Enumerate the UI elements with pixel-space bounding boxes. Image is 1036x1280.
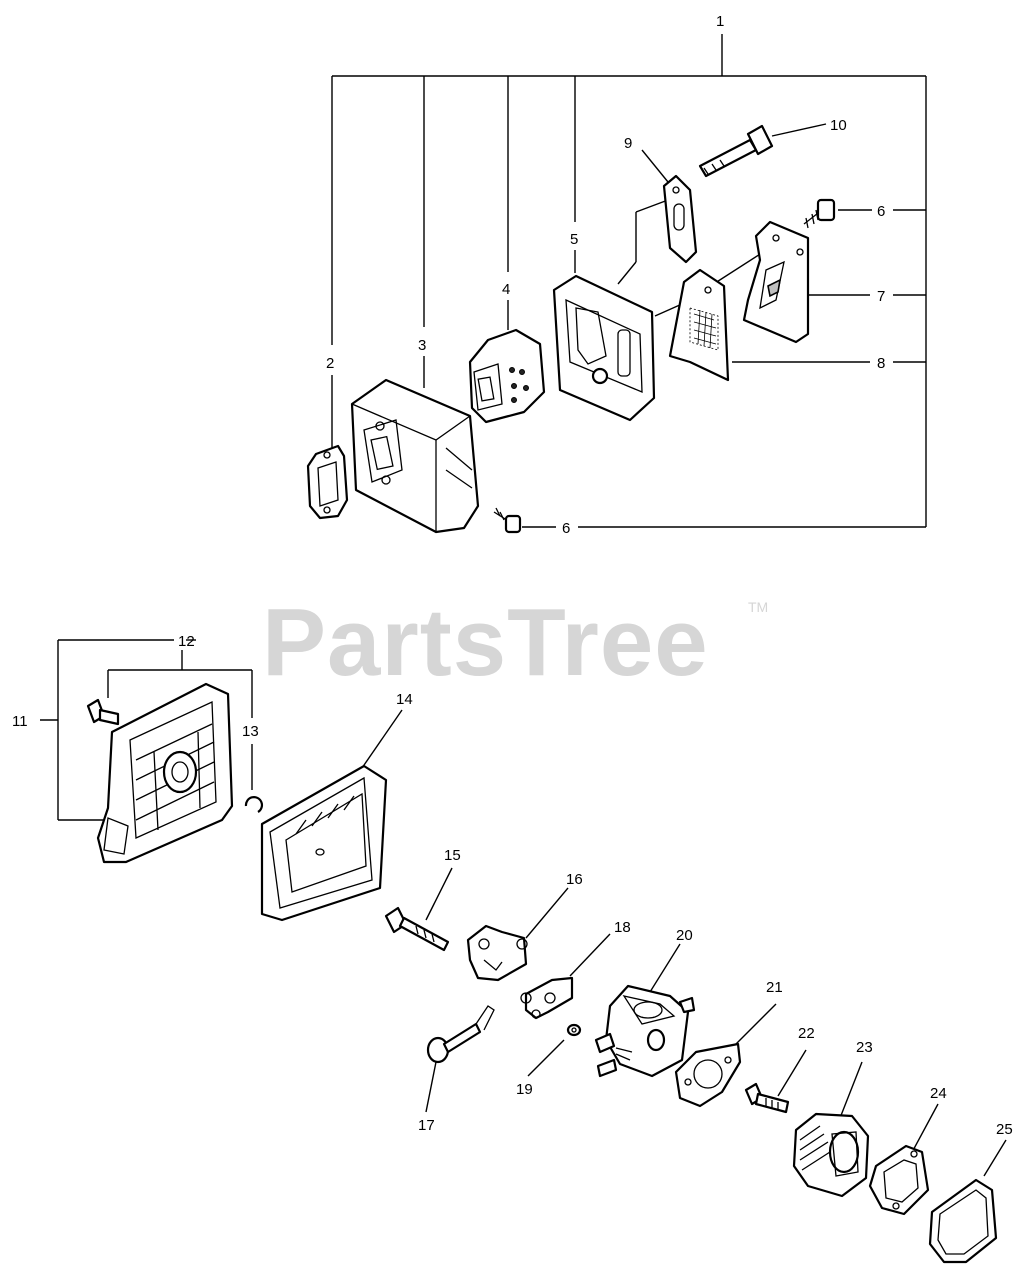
part-17-choke: [425, 1005, 495, 1113]
callout-22: 22: [798, 1025, 815, 1042]
watermark-trademark: TM: [748, 599, 768, 615]
part-9-plate: [662, 174, 698, 264]
part-5-cover: [552, 274, 656, 422]
callout-13: 13: [242, 723, 259, 740]
bracket-assembly-1: [331, 34, 927, 528]
callout-6-bottom: 6: [562, 520, 570, 537]
callout-11: 11: [12, 713, 28, 730]
part-25-gasket: [928, 1139, 1007, 1264]
part-16-bracket: [466, 887, 569, 982]
part-6-bolt-top: [803, 198, 836, 229]
part-22-bolt: [744, 1049, 807, 1114]
part-3-muffler: [350, 378, 480, 534]
part-24-gasket: [868, 1103, 939, 1216]
callout-15: 15: [444, 847, 461, 864]
callout-23: 23: [856, 1039, 873, 1056]
callout-8: 8: [877, 355, 885, 372]
part-12-bolt: [86, 698, 120, 726]
callout-6-top: 6: [877, 203, 885, 220]
part-15-bolt: [384, 867, 453, 952]
part-21-insulator: [674, 1003, 777, 1108]
callout-9: 9: [624, 135, 632, 152]
watermark-text: PartsTree: [262, 589, 709, 696]
callout-1: 1: [716, 13, 724, 30]
callout-4: 4: [502, 281, 510, 298]
part-4-deflector: [468, 328, 546, 424]
callout-18: 18: [614, 919, 631, 936]
part-10-bolt: [698, 124, 774, 178]
part-20-carburetor: [594, 943, 696, 1078]
part-7-bracket: [742, 220, 810, 344]
callout-12: 12: [178, 633, 195, 650]
callout-7: 7: [877, 288, 885, 305]
callout-3: 3: [418, 337, 426, 354]
callout-21: 21: [766, 979, 783, 996]
callout-16: 16: [566, 871, 583, 888]
part-2-gasket: [306, 444, 349, 520]
callout-10: 10: [830, 117, 847, 134]
watermark: PartsTree TM: [262, 589, 768, 696]
part-14-element: [260, 709, 403, 922]
bracket-assembly-11: [40, 639, 253, 821]
callout-19: 19: [516, 1081, 533, 1098]
callout-labels: 1 2 3 4 5 6 6 7 8 9 10 11 12 13 14 15 16…: [12, 13, 1013, 1138]
callout-20: 20: [676, 927, 693, 944]
part-19-washer: [527, 1023, 582, 1077]
part-18-gasket: [520, 933, 611, 1020]
part-8-screen: [668, 268, 730, 382]
callout-17: 17: [418, 1117, 435, 1134]
callout-5: 5: [570, 231, 578, 248]
callout-2: 2: [326, 355, 334, 372]
part-11-air-case: [96, 682, 234, 864]
part-23-cylinder: [792, 1061, 870, 1198]
callout-24: 24: [930, 1085, 947, 1102]
callout-25: 25: [996, 1121, 1013, 1138]
part-13-clip: [244, 796, 264, 813]
callout-14: 14: [396, 691, 413, 708]
part-6-bolt-bottom: [493, 507, 522, 534]
